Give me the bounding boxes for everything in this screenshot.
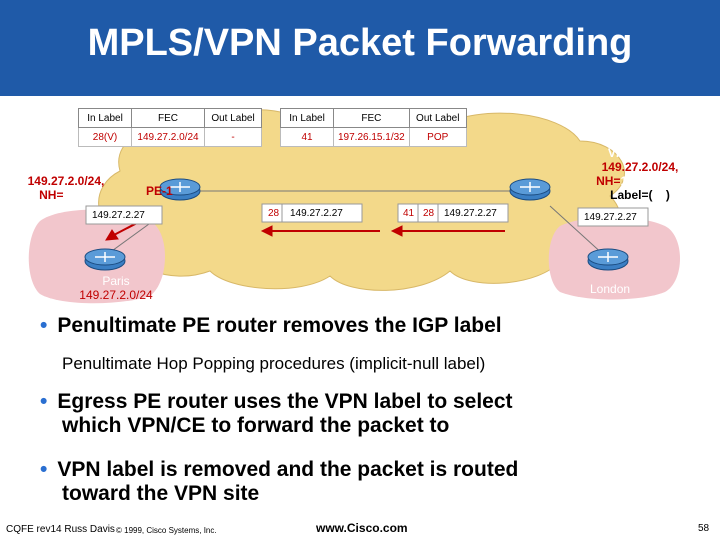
vrf-box-left: VPN-A VRF 149.27.2.0/24, NH=Paris xyxy=(27,160,105,202)
london-site-label: London xyxy=(590,282,631,296)
cell-out-label: - xyxy=(204,127,262,147)
bullet-dot-icon: • xyxy=(40,390,48,413)
bullet-3: •VPN label is removed and the packet is … xyxy=(40,458,519,505)
col-fec: FEC xyxy=(131,108,205,128)
vrf-box-right: VPN-A VRF 149.27.2.0/24, NH=197.26.15.1 … xyxy=(596,146,684,202)
bullet-dot-icon: • xyxy=(40,458,48,481)
cell-out-label: POP xyxy=(408,127,467,147)
footer-page-number: 58 xyxy=(698,523,710,534)
network-diagram xyxy=(28,108,680,304)
packet-paris-ip: 149.27.2.27 xyxy=(92,210,145,221)
cell-in-label: 28(V) xyxy=(78,127,132,147)
packet-right-outer-label: 41 xyxy=(403,208,415,219)
paris-site-label: Paris 149.27.2.0/24 xyxy=(79,274,153,302)
footer-site[interactable]: www.Cisco.com xyxy=(316,521,408,535)
cell-fec: 149.27.2.0/24 xyxy=(131,127,205,147)
footer-copyright: © 1999, Cisco Systems, Inc. xyxy=(116,526,217,535)
col-out-label: Out Label xyxy=(204,108,262,128)
footer-course: CQFE rev14 Russ Davis xyxy=(6,524,115,535)
col-in-label: In Label xyxy=(280,108,334,128)
cell-fec: 197.26.15.1/32 xyxy=(333,127,410,147)
packet-right-ip: 149.27.2.27 xyxy=(444,208,497,219)
packet-left-ip: 149.27.2.27 xyxy=(290,208,343,219)
bullet-2: •Egress PE router uses the VPN label to … xyxy=(40,390,513,437)
cell-in-label: 41 xyxy=(280,127,334,147)
slide-title: MPLS/VPN Packet Forwarding xyxy=(0,0,720,70)
lfib-table-left: In Label FEC Out Label 28(V) 149.27.2.0/… xyxy=(78,108,262,147)
link-london xyxy=(549,205,606,257)
packet-left-label: 28 xyxy=(268,208,280,219)
col-out-label: Out Label xyxy=(408,108,467,128)
pe1-label: PE-1 xyxy=(146,184,173,198)
router-london-icon xyxy=(587,248,629,271)
lfib-table-right: In Label FEC Out Label 41 197.26.15.1/32… xyxy=(280,108,467,147)
router-paris-icon xyxy=(84,248,126,271)
packet-right-inner-label: 28 xyxy=(423,208,435,219)
col-in-label: In Label xyxy=(78,108,132,128)
packet-london-ip: 149.27.2.27 xyxy=(584,212,637,223)
router-p-icon xyxy=(509,178,551,201)
bullet-dot-icon: • xyxy=(40,314,48,337)
router-pe1-icon xyxy=(159,178,201,201)
col-fec: FEC xyxy=(333,108,410,128)
sub-bullet: Penultimate Hop Popping procedures (impl… xyxy=(62,354,486,373)
bullet-1: •Penultimate PE router removes the IGP l… xyxy=(40,314,502,337)
